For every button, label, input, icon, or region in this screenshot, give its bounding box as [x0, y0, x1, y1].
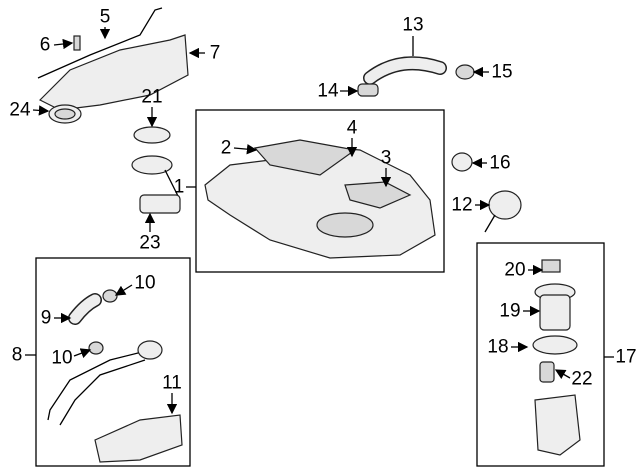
callout-23: 23: [139, 232, 161, 254]
float-part: [139, 194, 181, 214]
clamp-part: [102, 289, 118, 303]
filler-pipe-group-box: [35, 257, 191, 467]
callout-7: 7: [209, 42, 221, 64]
callout-21: 21: [141, 86, 163, 108]
filler-pipe-part: [47, 349, 151, 421]
callout-13: 13: [402, 14, 424, 36]
grommet-part: [451, 152, 473, 172]
callout-16: 16: [489, 152, 511, 174]
callout-17: 17: [615, 346, 637, 368]
callout-9: 9: [40, 307, 52, 329]
tank-strap-part: [37, 7, 163, 79]
heat-shield-part: [38, 34, 189, 111]
callout-5: 5: [99, 6, 111, 28]
tank-insulator-part: [344, 181, 412, 209]
callout-2: 2: [220, 137, 232, 159]
callout-24: 24: [9, 99, 31, 121]
callout-20: 20: [504, 259, 526, 281]
fuel-pump-group-box: [476, 242, 605, 467]
o-ring-part: [532, 335, 578, 355]
callout-18: 18: [487, 336, 509, 358]
callout-8: 8: [11, 344, 23, 366]
callout-11: 11: [162, 372, 182, 394]
sender-cover-part: [133, 126, 171, 144]
callout-4: 4: [346, 117, 358, 139]
tank-pad-part: [253, 139, 357, 176]
filler-neck-shield-part: [94, 414, 183, 463]
clamp-part: [88, 341, 104, 355]
callout-15: 15: [491, 61, 513, 83]
fuel-tank-group-box: [195, 109, 445, 273]
hose-clamp-part: [357, 83, 379, 97]
bolt-part: [73, 35, 81, 51]
callout-6: 6: [39, 34, 51, 56]
callout-10-top: 10: [134, 272, 156, 294]
sender-unit-part: [131, 155, 173, 175]
callout-12: 12: [451, 194, 473, 216]
hose-clamp-part: [455, 64, 475, 80]
pump-cover-part: [541, 259, 561, 273]
filter-part: [539, 361, 555, 383]
callout-14: 14: [317, 80, 339, 102]
callout-1: 1: [173, 176, 185, 198]
callout-22: 22: [571, 368, 593, 390]
callout-10-bottom: 10: [51, 347, 73, 369]
pump-housing-part: [534, 394, 581, 456]
callout-19: 19: [499, 300, 521, 322]
fuel-cap-part: [488, 190, 522, 220]
callout-3: 3: [380, 147, 392, 169]
